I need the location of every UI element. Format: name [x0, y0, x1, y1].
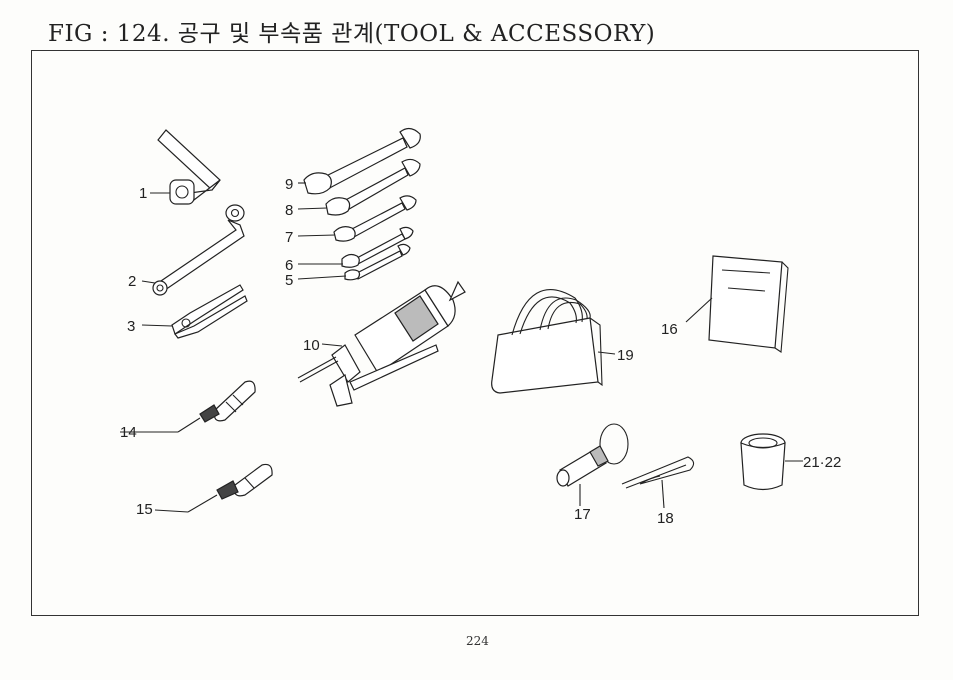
part-label-2: 2 [128, 273, 136, 290]
figure-title: FIG : 124. 공구 및 부속품 관계(TOOL & ACCESSORY) [48, 21, 656, 47]
part-label-16: 16 [661, 321, 678, 338]
screwdriver-flat-illustration [120, 380, 256, 433]
part-label-18: 18 [657, 510, 674, 527]
spanner-set-illustration [297, 127, 421, 281]
part-label-9: 9 [285, 176, 293, 193]
r-clip-illustration [621, 456, 695, 509]
diagram-frame [31, 50, 919, 616]
ring-spanner-illustration [141, 204, 245, 296]
grease-gun-illustration [297, 280, 466, 407]
part-label-7: 7 [285, 229, 293, 246]
manual-book-illustration [685, 255, 789, 353]
part-label-19: 19 [617, 347, 634, 364]
part-label-1: 1 [139, 185, 147, 202]
screwdriver-phillips-illustration [154, 463, 273, 513]
pliers-illustration [141, 284, 248, 339]
part-label-17: 17 [574, 506, 591, 523]
part-label-3: 3 [127, 318, 135, 335]
page-number: 224 [466, 634, 489, 648]
part-label-15: 15 [136, 501, 153, 518]
part-label-8: 8 [285, 202, 293, 219]
part-label-21-22: 21·22 [803, 454, 841, 471]
filter-cup-illustration [740, 433, 803, 491]
part-label-14: 14 [120, 424, 137, 441]
pin-with-ring-illustration [556, 423, 629, 506]
part-label-6: 6 [285, 257, 293, 274]
tool-bag-illustration [491, 289, 616, 394]
part-label-10: 10 [303, 337, 320, 354]
box-wrench-illustration [150, 129, 221, 205]
part-label-5: 5 [285, 272, 293, 289]
